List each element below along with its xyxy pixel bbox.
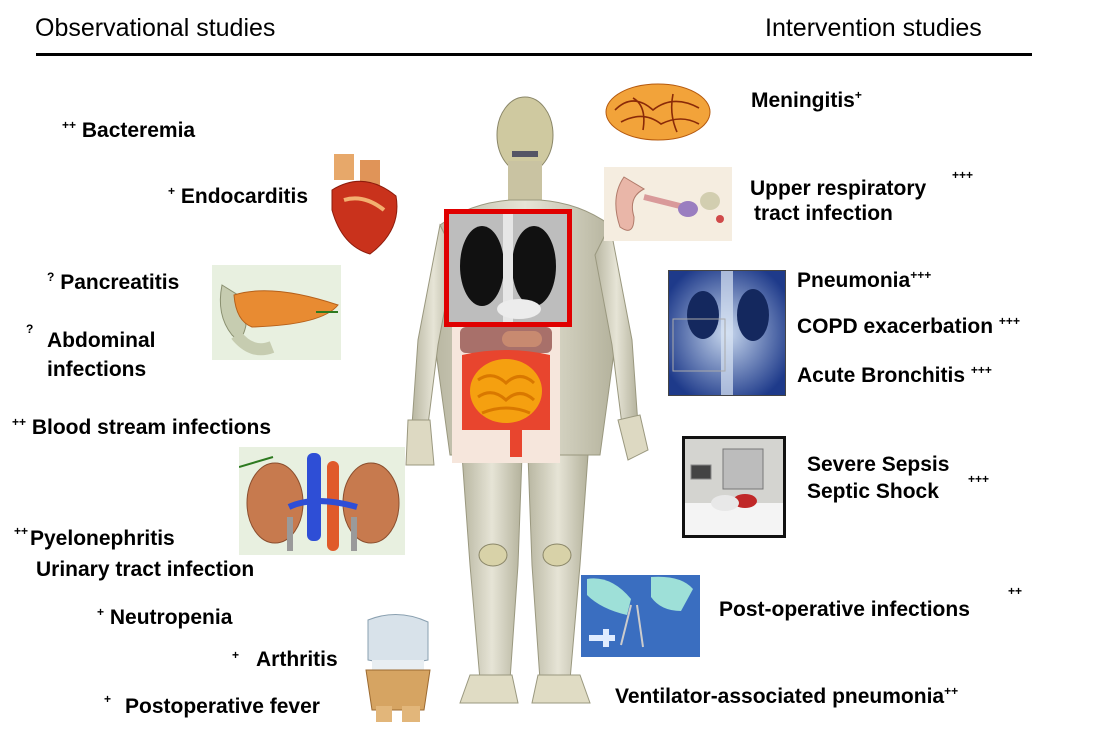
surgery-hands-image — [581, 575, 700, 657]
header-intervention-studies: Intervention studies — [765, 14, 982, 42]
label-blood-stream-infections: ++ Blood stream infections — [12, 415, 272, 439]
label-endocarditis: + Endocarditis — [168, 184, 309, 208]
pancreas-image — [212, 265, 341, 360]
label-postoperative-fever: Postoperative fever — [125, 695, 320, 718]
pneumonia-xray-image — [668, 270, 786, 396]
label-pyelonephritis-uti: Pyelonephritis Urinary tract infection — [30, 527, 255, 582]
evidence-marker: ++ — [1008, 584, 1023, 598]
intestines-image — [452, 325, 560, 463]
label-pneumonia: Pneumonia+++ — [797, 268, 932, 292]
chest-xray-image — [444, 209, 572, 327]
header-observational-studies: Observational studies — [35, 14, 276, 42]
label-ventilator-associated-pneumonia: Ventilator-associated pneumonia++ — [615, 684, 959, 708]
evidence-marker: ? — [47, 270, 55, 284]
ear-image — [604, 167, 732, 241]
evidence-marker: +++ — [952, 168, 974, 182]
label-pancreatitis: ? Pancreatitis — [47, 270, 180, 294]
evidence-marker: ++ — [944, 684, 959, 698]
kidneys-image — [239, 447, 405, 555]
evidence-marker: +++ — [910, 268, 932, 282]
evidence-marker: ++ — [14, 524, 29, 538]
label-post-operative-infections: Post-operative infections — [719, 598, 970, 621]
heart-image — [324, 150, 404, 258]
icu-patient-image — [682, 436, 786, 538]
evidence-marker: ? — [26, 322, 34, 336]
label-acute-bronchitis: Acute Bronchitis +++ — [797, 363, 992, 387]
label-arthritis: Arthritis — [256, 648, 338, 671]
label-abdominal-infections: Abdominal infections — [47, 329, 156, 382]
evidence-marker: + — [232, 648, 240, 662]
label-neutropenia: + Neutropenia — [97, 605, 233, 629]
label-meningitis: Meningitis+ — [751, 88, 862, 112]
label-upper-respiratory-tract-infection: Upper respiratory tract infection — [750, 177, 927, 226]
evidence-marker: +++ — [970, 363, 992, 377]
brain-image — [603, 80, 713, 146]
evidence-marker: ++ — [62, 118, 77, 132]
evidence-marker: ++ — [12, 415, 27, 429]
label-copd-exacerbation: COPD exacerbation +++ — [797, 314, 1020, 338]
evidence-marker: + — [854, 88, 862, 102]
evidence-marker: + — [168, 184, 176, 198]
evidence-marker: +++ — [998, 314, 1020, 328]
header-divider — [36, 53, 1032, 56]
label-bacteremia: ++ Bacteremia — [62, 118, 196, 142]
evidence-marker: + — [104, 692, 112, 706]
label-severe-sepsis-septic-shock: Severe Sepsis Septic Shock — [807, 453, 950, 504]
knee-joint-image — [358, 610, 438, 722]
evidence-marker: + — [97, 605, 105, 619]
evidence-marker: +++ — [968, 472, 990, 486]
